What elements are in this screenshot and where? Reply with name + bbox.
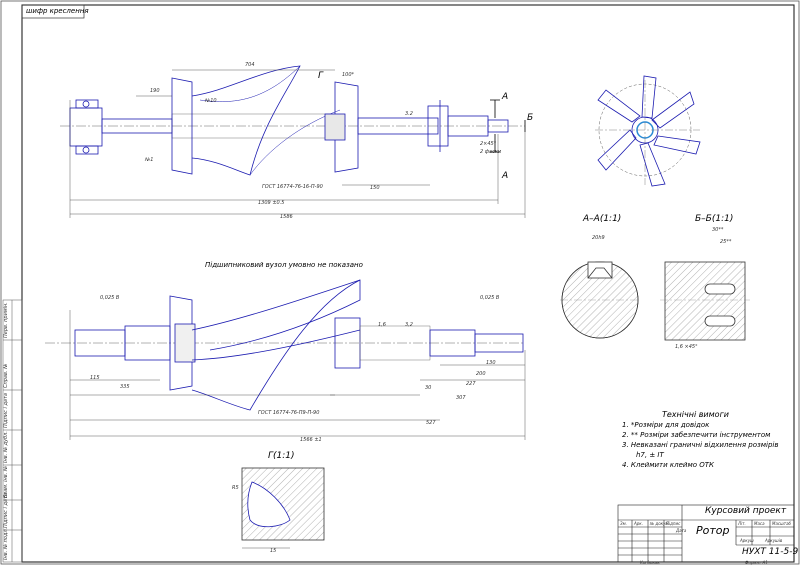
technical-requirements: Технічні вимоги 1. *Розміри для довідок …: [622, 410, 792, 471]
scale-header: Масштаб: [772, 521, 792, 526]
dim-527: 527: [426, 420, 436, 426]
corner-code-box: [21, 4, 85, 19]
dim-chamfer: 2×45°: [480, 141, 497, 147]
footer-copied: Копіював: [640, 560, 660, 565]
note-3-formula: h7, ± IT: [636, 451, 664, 459]
aa-dim-20h9: 20h9: [592, 235, 605, 241]
row-sign: Підпис: [666, 521, 681, 526]
detail-g-title: Г(1:1): [268, 451, 295, 461]
cut-a-marker-top: А: [502, 92, 509, 102]
sheets-label: Аркушів: [765, 538, 783, 543]
bottom-dimension-lines: [69, 310, 526, 440]
bottom-gost-label: ГОСТ 16774-76-П9-П-90: [258, 410, 320, 416]
top-dimension-lines: [69, 69, 526, 218]
dim-150: 150: [370, 185, 380, 191]
vane-1: [651, 91, 695, 129]
screw-flight: [191, 65, 301, 176]
top-rotor-view: [60, 65, 526, 176]
right-blade: [334, 81, 359, 173]
section-aa-title: А–А(1:1): [583, 214, 622, 224]
row-zm: Зм.: [620, 521, 627, 526]
sheet-label: Аркуш: [740, 538, 754, 543]
dim-200: 200: [476, 371, 486, 377]
row-doc: № докум.: [650, 521, 670, 526]
inner-frame: [21, 4, 795, 563]
side-stamp-6: Підпис і дата: [3, 493, 9, 528]
section-aa: [560, 261, 640, 339]
dim-1586: 1586: [280, 214, 293, 220]
section-bb: [660, 261, 750, 341]
footer-format: Формат А1: [745, 560, 768, 565]
side-stamp-2: Справ. №: [3, 363, 9, 388]
project-label: Курсовий проект: [705, 506, 787, 516]
notes-title: Технічні вимоги: [662, 410, 729, 419]
left-blade: [171, 77, 193, 175]
bb-dim-30: 30**: [712, 227, 724, 233]
roughness-32: 3,2: [405, 322, 413, 328]
lit-header: Літ.: [738, 521, 746, 526]
dim-190: 190: [150, 88, 160, 94]
n1-label: №1: [145, 157, 154, 163]
top-gost-label: ГОСТ 16774-76-16-П-90: [262, 184, 323, 190]
end-view-impeller: [595, 75, 701, 187]
note-1: 1. *Розміри для довідок: [622, 421, 710, 429]
vane-2: [653, 135, 701, 155]
side-stamp-7: Інв. № подл.: [3, 527, 9, 560]
bb-dim-25: 25**: [720, 239, 732, 245]
dim-307: 307: [456, 395, 466, 401]
bottom-screw-flight: [191, 279, 361, 411]
drawing-code: НУХТ 11-5-9: [742, 547, 799, 557]
bottom-shaft-view: [45, 279, 525, 411]
left-bearing-housing: [69, 107, 103, 147]
roughness-16: 1,6: [378, 322, 386, 328]
vane-4: [597, 129, 637, 171]
side-stamp-3: Підпис і дата: [3, 393, 9, 428]
note-3: 3. Невказані граничні відхилення розмірі…: [622, 441, 779, 449]
row-ark: Арк.: [634, 521, 643, 526]
side-stamp-1: Перв. примін.: [3, 302, 9, 338]
dim-30: 30: [425, 385, 432, 391]
cut-a-marker-bottom: А: [502, 171, 509, 181]
dim-115: 115: [90, 375, 100, 381]
dim-704: 704: [245, 62, 255, 68]
g-dim-r: R5: [232, 485, 239, 491]
bearing-note: Підшипниковий вузол умовно не показано: [205, 261, 363, 269]
dim-130: 130: [486, 360, 496, 366]
n10-label: №10: [205, 98, 217, 104]
vane-5: [597, 89, 641, 123]
tol-right: 0,025 В: [480, 295, 500, 301]
dim-335: 335: [120, 384, 130, 390]
title-block: [617, 504, 795, 563]
side-stamp-4: Інв. № дубл.: [3, 431, 9, 463]
detail-g: [241, 467, 325, 549]
note-4: 4. Клеймити клеймо ОТК: [622, 461, 714, 469]
dim-faces: 2 фаски: [480, 149, 502, 155]
vane-6: [641, 75, 657, 119]
cut-b-marker: Б: [527, 113, 534, 123]
dim-1309: 1309 ±0.5: [258, 200, 285, 206]
cut-g-marker: Г: [318, 71, 324, 81]
dim-roughness-32: 3.2: [405, 111, 413, 117]
shaft-mid: [357, 117, 439, 135]
g-dim-15: 15: [270, 548, 277, 554]
drawing-name: Ротор: [696, 524, 730, 537]
vane-3: [639, 142, 666, 187]
note-2: 2. ** Розміри забезпечити інструментом: [622, 431, 771, 439]
side-stamp-column: [2, 299, 23, 563]
dim-100: 100*: [342, 72, 355, 78]
dim-1566: 1566 ±1: [300, 437, 322, 443]
dim-227: 227: [466, 381, 476, 387]
mass-header: Маса: [754, 521, 765, 526]
bottom-left-blade: [169, 295, 193, 391]
tol-left: 0,025 В: [100, 295, 120, 301]
row-date: Дата: [676, 528, 687, 533]
corner-code-label: шифр креслення: [26, 7, 89, 15]
bb-chamfer: 1,6 ×45°: [675, 344, 698, 350]
section-bb-title: Б–Б(1:1): [695, 214, 734, 224]
